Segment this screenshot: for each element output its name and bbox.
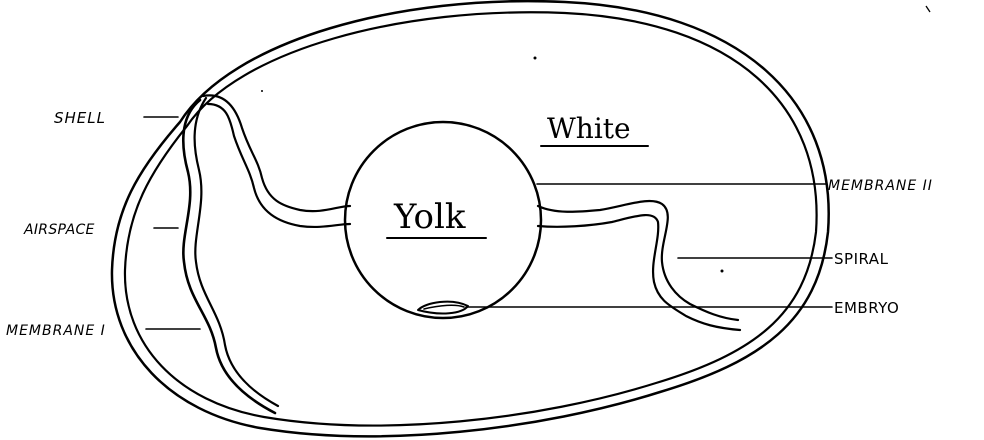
embryo bbox=[418, 302, 468, 314]
speck bbox=[261, 90, 263, 92]
membrane-1-label: MEMBRANE I bbox=[6, 323, 106, 339]
shell bbox=[112, 1, 829, 436]
membrane-1 bbox=[183, 100, 275, 413]
embryo-label: EMBRYO bbox=[834, 299, 899, 317]
spiral-right bbox=[538, 201, 740, 330]
speck bbox=[534, 57, 537, 60]
membrane-2-label: MEMBRANE II bbox=[828, 178, 933, 194]
speck bbox=[721, 270, 724, 273]
airspace-label: AIRSPACE bbox=[23, 222, 95, 238]
shell-label: SHELL bbox=[54, 109, 106, 127]
speck bbox=[926, 6, 930, 12]
white-label: White bbox=[547, 112, 631, 145]
spiral-label: SPIRAL bbox=[834, 250, 889, 268]
yolk-label: Yolk bbox=[393, 197, 466, 237]
shell-outer-line bbox=[112, 1, 829, 436]
spiral-left bbox=[203, 95, 350, 227]
